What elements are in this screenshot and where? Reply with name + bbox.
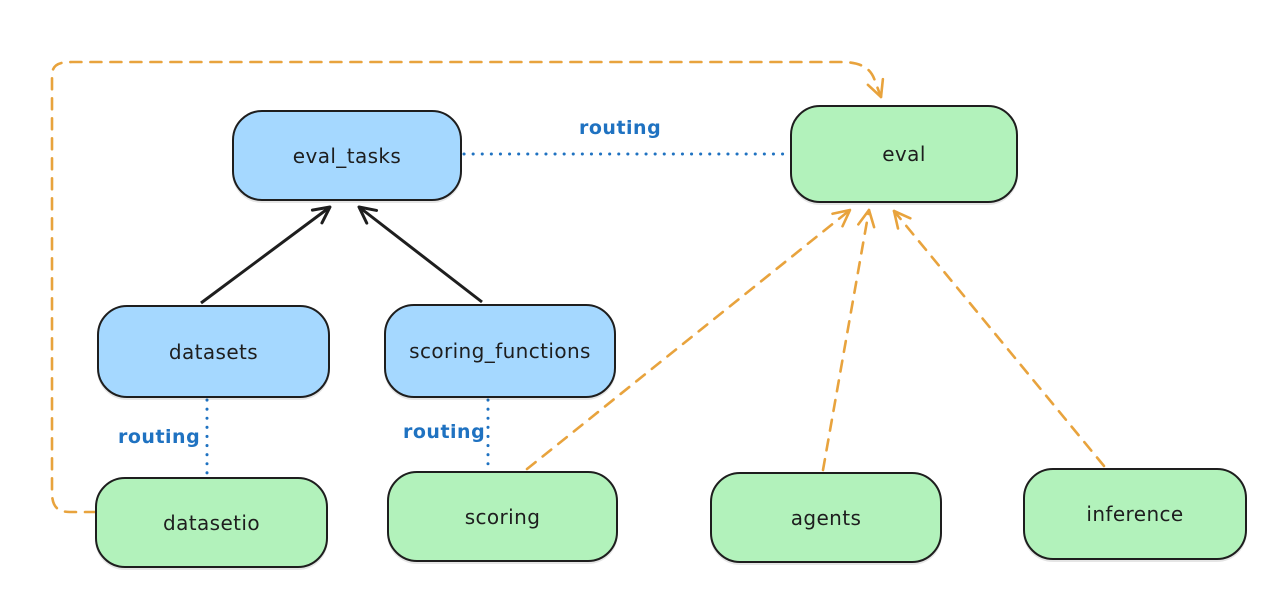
node-datasetio[interactable]: datasetio	[95, 477, 328, 568]
edge-scoring-functions-to-eval-tasks[interactable]	[357, 205, 483, 304]
node-eval[interactable]: eval	[790, 105, 1018, 203]
node-eval-tasks-label: eval_tasks	[292, 143, 402, 168]
edge-datasets-to-eval-tasks[interactable]	[200, 205, 332, 305]
node-scoring[interactable]: scoring	[387, 471, 618, 562]
node-eval-tasks[interactable]: eval_tasks	[232, 110, 462, 201]
edge-datasetio-to-eval[interactable]	[50, 60, 885, 514]
routing-label-datasets-datasetio: routing	[118, 426, 201, 448]
node-scoring-functions[interactable]: scoring_functions	[384, 304, 616, 398]
edge-agents-to-eval[interactable]	[821, 208, 876, 472]
node-datasetio-label: datasetio	[162, 510, 260, 535]
node-inference-label: inference	[1086, 502, 1184, 526]
node-agents[interactable]: agents	[710, 472, 942, 563]
routing-label-scoring-functions-scoring: routing	[403, 421, 486, 443]
node-datasets-label: datasets	[168, 339, 259, 364]
node-inference[interactable]: inference	[1023, 468, 1247, 560]
routing-label-eval-tasks-eval: routing	[579, 117, 662, 139]
node-eval-label: eval	[882, 142, 926, 166]
node-scoring-label: scoring	[464, 504, 541, 529]
node-datasets[interactable]: datasets	[97, 305, 330, 398]
node-scoring-functions-label: scoring_functions	[409, 339, 591, 363]
node-agents-label: agents	[790, 505, 862, 530]
edge-inference-to-eval[interactable]	[892, 209, 1106, 468]
edge-scoring-to-eval[interactable]	[525, 208, 852, 471]
